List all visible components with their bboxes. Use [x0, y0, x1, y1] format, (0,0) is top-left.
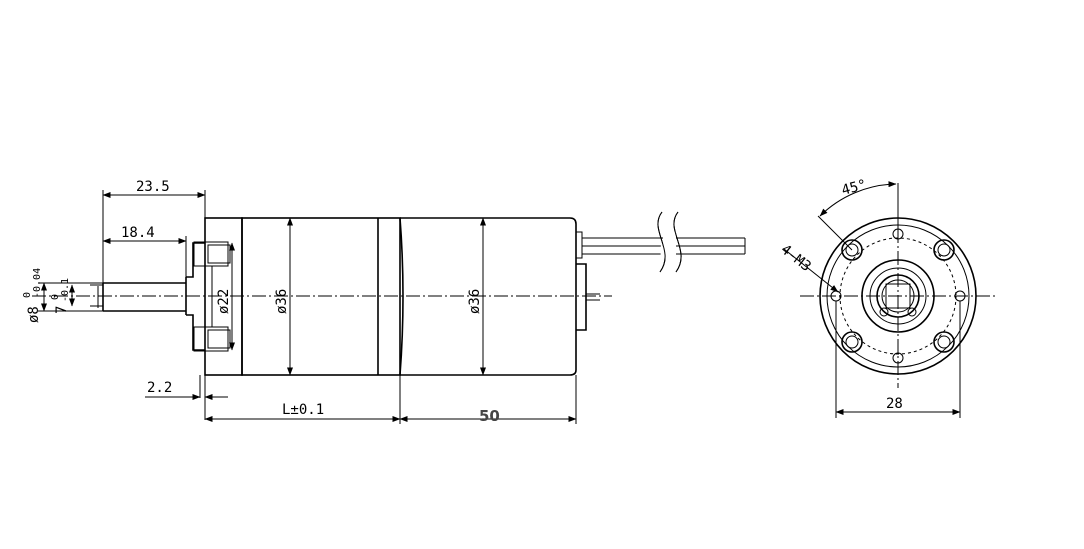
- dim-flange-thickness-label: 2.2: [147, 380, 172, 396]
- dim-shaft-length-outer: 23.5: [102, 179, 206, 283]
- dim-shaft-length-inner-label: 18.4: [121, 225, 155, 241]
- dim-angle-label: 45°: [840, 177, 869, 199]
- dim-flange-thickness: 2.2: [145, 380, 228, 400]
- dim-shaft-diameter-label: ø8: [26, 306, 42, 323]
- gearbox-body: [241, 217, 401, 376]
- dim-shaft-diameter-tol-upper: 0: [22, 292, 33, 298]
- dim-gearbox-diameter: ø36: [274, 217, 293, 376]
- dim-angle: 45°: [817, 177, 899, 251]
- dim-flat: 7 0 -0.1: [50, 278, 75, 314]
- dim-gearbox-length-label: L±0.1: [282, 402, 324, 418]
- dim-flat-tol-upper: 0: [50, 294, 61, 300]
- dim-motor-diameter-label: ø36: [467, 289, 483, 314]
- dim-holes: 4-M3: [778, 242, 839, 293]
- end-view-mounting-holes: [841, 239, 955, 353]
- dim-holes-label: 4-M3: [778, 242, 814, 275]
- end-view-boss: [861, 259, 935, 333]
- output-shaft: [90, 282, 186, 312]
- dim-pcd-label: 28: [886, 396, 903, 412]
- dim-boss-diameter: ø22: [216, 242, 235, 351]
- dim-shaft-length-outer-label: 23.5: [136, 179, 170, 195]
- lead-wires: [575, 211, 746, 273]
- dim-pcd: 28: [835, 301, 961, 418]
- motor-body: [399, 217, 600, 376]
- dim-gearbox-diameter-label: ø36: [274, 289, 290, 314]
- dim-flat-label: 7: [54, 306, 70, 314]
- dim-boss-diameter-label: ø22: [216, 289, 232, 314]
- side-view: 23.5 18.4 ø8 0 -0.04 7 0 -0.1 ø22: [22, 179, 746, 425]
- flange-boss: [185, 217, 243, 420]
- dim-motor-length-label: 50: [479, 407, 500, 425]
- dim-shaft-diameter: ø8 0 -0.04: [22, 268, 103, 323]
- end-view: 45° 4-M3 28: [778, 177, 995, 418]
- dim-shaft-diameter-tol-lower: -0.04: [32, 268, 43, 298]
- dim-motor-length: 50: [399, 375, 577, 425]
- dim-shaft-length-inner: 18.4: [102, 225, 187, 277]
- dim-motor-diameter: ø36: [467, 217, 486, 376]
- dim-flat-tol-lower: -0.1: [60, 278, 71, 302]
- dim-gearbox-length: L±0.1: [204, 375, 401, 424]
